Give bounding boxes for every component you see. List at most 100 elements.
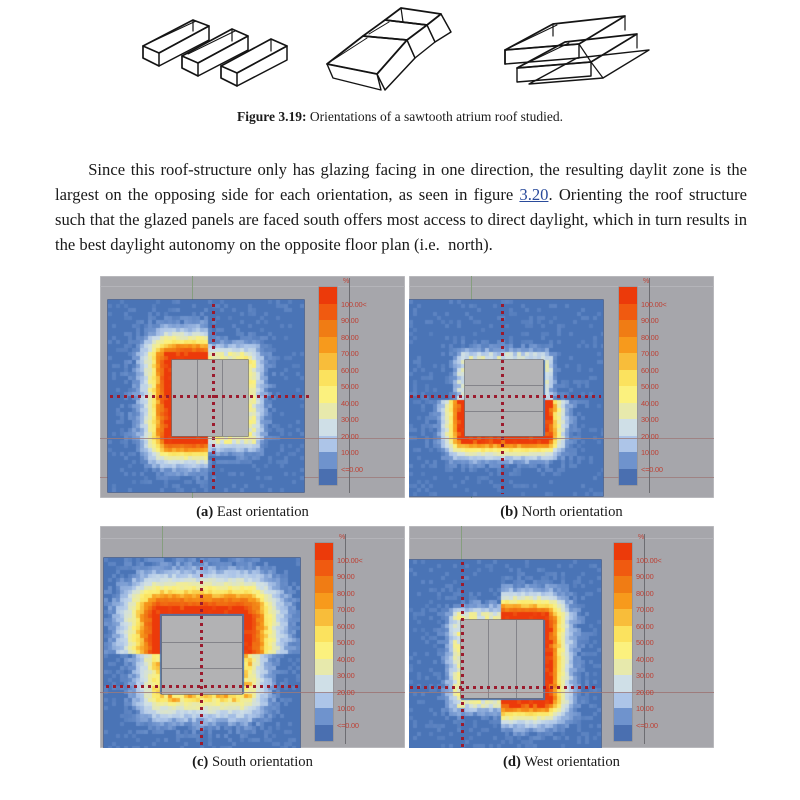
colorbar-band — [319, 303, 337, 320]
figure-caption: Figure 3.19: Orientations of a sawtooth … — [0, 108, 800, 126]
crosshair-horizontal — [409, 686, 599, 689]
sawtooth-roof-sketch-row — [0, 0, 800, 105]
sawtooth-roof-sketch-left — [142, 19, 288, 87]
block-divider — [222, 360, 223, 436]
colorbar-band — [614, 675, 632, 692]
colorbar-band — [319, 287, 337, 304]
colorbar-label: 70.00 — [341, 349, 359, 358]
colorbar-band — [315, 724, 333, 741]
colorbar-band — [319, 336, 337, 353]
crosshair-vertical — [501, 304, 504, 494]
colorbar-label: 60.00 — [641, 365, 659, 375]
colorbar-label: 20.00 — [337, 687, 355, 697]
colorbar-band — [614, 592, 632, 609]
colorbar-label: 100.00< — [341, 299, 367, 309]
colorbar-band — [315, 625, 333, 642]
colorbar-label: 10.00 — [641, 448, 659, 457]
colorbar-label: 40.00 — [636, 654, 654, 664]
colorbar-band — [319, 386, 337, 403]
grid-line — [100, 286, 405, 287]
subfigure-tag: (b) — [500, 504, 519, 520]
colorbar-label: 40.00 — [337, 654, 355, 664]
colorbar-axis — [349, 278, 350, 493]
colorbar-axis — [644, 534, 645, 744]
colorbar-gradient — [614, 543, 632, 741]
colorbar-label: 80.00 — [341, 332, 359, 342]
sawtooth-roof-sketch-right — [504, 15, 650, 85]
colorbar-label: 60.00 — [337, 621, 355, 631]
colorbar-band — [315, 592, 333, 609]
block-divider — [465, 411, 543, 412]
colorbar-label: 90.00 — [337, 572, 355, 581]
colorbar-band — [319, 468, 337, 485]
colorbar-band — [315, 559, 333, 576]
colorbar-band — [619, 386, 637, 403]
colorbar-band — [614, 724, 632, 741]
colorbar-band — [315, 658, 333, 675]
colorbar-label: 90.00 — [641, 316, 659, 325]
grid-line — [409, 286, 714, 287]
subfigure-caption-north: (b) North orientation — [409, 498, 714, 521]
colorbar-label: 40.00 — [341, 398, 359, 408]
subfigure-label: South orientation — [211, 754, 313, 770]
colorbar-band — [619, 468, 637, 485]
colorbar-label: 30.00 — [337, 671, 355, 680]
colorbar-band — [319, 402, 337, 419]
crosshair-horizontal — [106, 685, 300, 688]
block-divider — [197, 360, 198, 436]
colorbar-label: 30.00 — [636, 671, 654, 680]
crosshair-horizontal — [409, 395, 601, 398]
colorbar-band — [614, 625, 632, 642]
colorbar-band — [614, 642, 632, 659]
colorbar-axis — [649, 278, 650, 493]
colorbar-band — [619, 402, 637, 419]
colorbar-label: <=0.00 — [341, 464, 363, 474]
colorbar-label: 80.00 — [636, 588, 654, 598]
colorbar-label: 90.00 — [341, 316, 359, 325]
colorbar-band — [614, 708, 632, 725]
grid-line — [409, 538, 714, 539]
colorbar-label: 100.00< — [641, 299, 667, 309]
block-divider — [465, 385, 543, 386]
colorbar-band — [619, 353, 637, 370]
colorbar-band — [619, 369, 637, 386]
colorbar-label: 50.00 — [337, 638, 355, 647]
colorbar-label: 30.00 — [641, 415, 659, 424]
subfigure-tag: (c) — [192, 754, 209, 770]
colorbar-label: 60.00 — [341, 365, 359, 375]
figure-caption-label: Figure 3.19: — [237, 109, 307, 124]
colorbar-band — [619, 320, 637, 337]
figure-caption-text: Orientations of a sawtooth atrium roof s… — [309, 109, 563, 124]
colorbar-band — [315, 708, 333, 725]
colorbar-label: 10.00 — [636, 704, 654, 713]
colorbar-unit: % — [643, 278, 650, 285]
atrium-block — [465, 360, 543, 436]
colorbar-label: 100.00< — [337, 555, 363, 565]
subfigure-tag: (d) — [503, 754, 521, 770]
colorbar-gradient — [619, 287, 637, 485]
figure-reference-link[interactable]: 3.20 — [519, 184, 549, 204]
subfigure-tag: (a) — [196, 504, 214, 520]
colorbar-label: 70.00 — [641, 349, 659, 358]
colorbar-band — [619, 435, 637, 452]
colorbar-label: 70.00 — [636, 605, 654, 614]
colorbar-label: 60.00 — [636, 621, 654, 631]
colorbar-band — [319, 435, 337, 452]
colorbar-unit: % — [343, 278, 350, 285]
colorbar-label: 10.00 — [337, 704, 355, 713]
colorbar-gradient — [319, 287, 337, 485]
colorbar-band — [315, 691, 333, 708]
atrium-block — [461, 620, 543, 698]
colorbar-label: 80.00 — [641, 332, 659, 342]
floor-plane — [409, 560, 601, 748]
subfigure-label: West orientation — [524, 754, 620, 770]
colorbar-label: <=0.00 — [636, 720, 658, 730]
colorbar-band — [319, 353, 337, 370]
